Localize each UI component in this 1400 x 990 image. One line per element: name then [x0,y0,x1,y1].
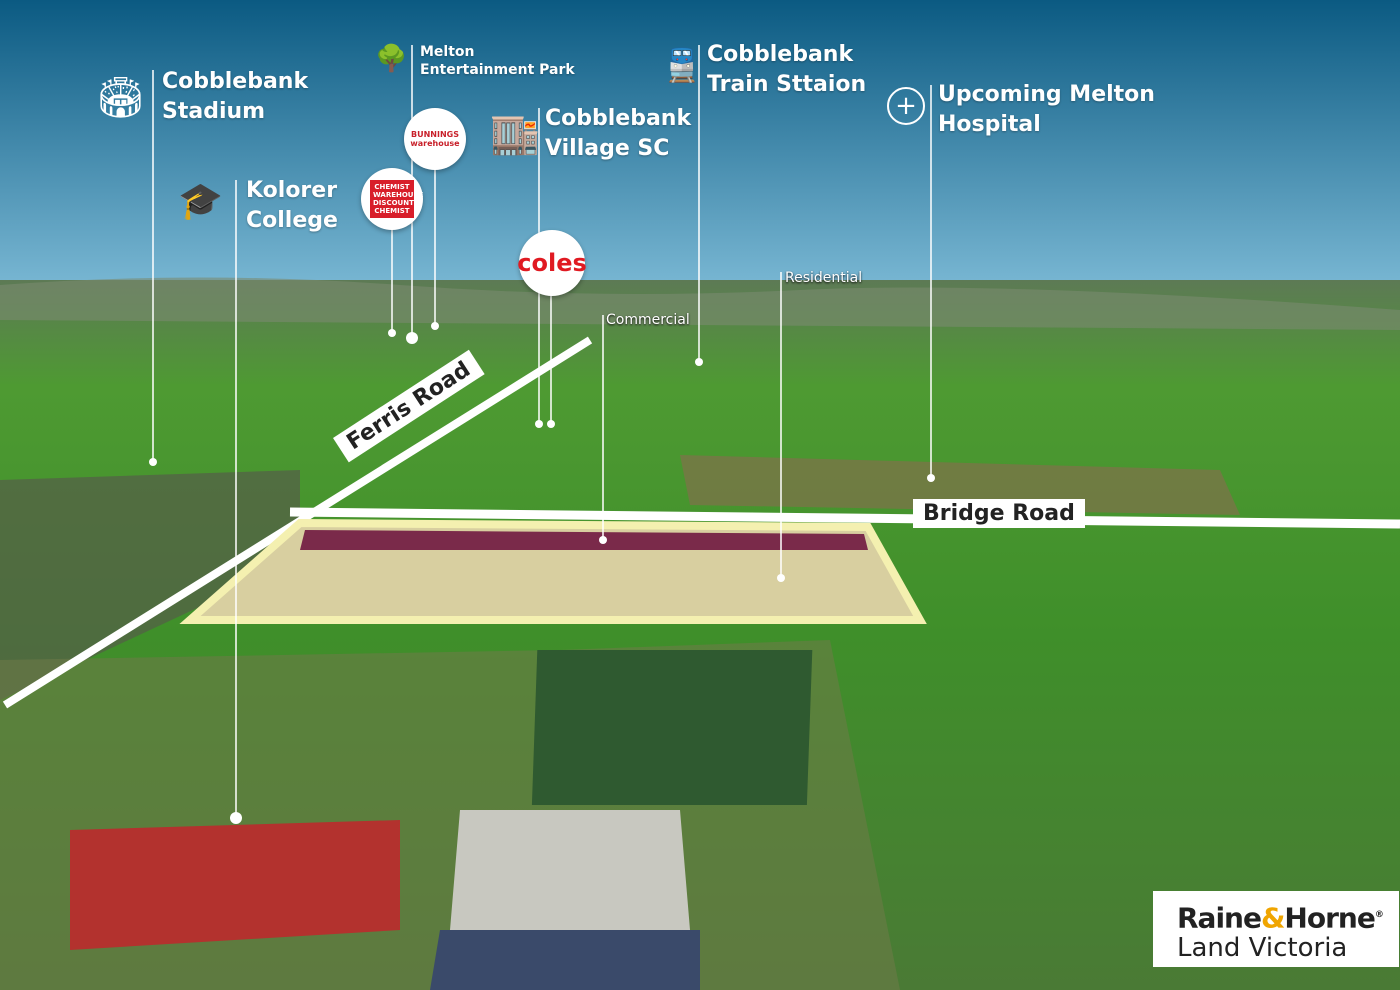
label-line: Cobblebank [707,42,854,67]
location-dots [149,322,935,824]
logo-text: Horne [1284,901,1375,935]
graduation-cap-icon: 🎓 [178,181,223,222]
coles-logo: coles [517,249,587,277]
label-line: Cobblebank [545,106,692,131]
label-line: Stadium [162,99,266,124]
label-line: Hospital [938,112,1041,137]
logo-registered: ® [1374,910,1384,920]
sports-field [531,650,813,805]
label-line: Kolorer [246,178,338,203]
sky [0,0,1400,290]
construction-area [680,455,1240,515]
mall-icon: 🏬 [490,111,540,157]
school-roof [450,810,690,930]
label-line: Train Sttaion [707,72,867,97]
school-building [70,820,400,950]
label-line: College [246,208,338,233]
bridge-road [289,507,1400,529]
bunnings-logo: BUNNINGS warehouse [410,130,460,148]
logo-text: Raine [1177,901,1262,935]
label-line: Upcoming Melton [938,82,1155,107]
zone-residential: Residential [785,270,863,286]
chemist-logo: CHEMIST WAREHOUSE DISCOUNT CHEMIST [370,180,423,218]
bunnings-badge: BUNNINGS warehouse [404,108,466,170]
commercial-strip [300,530,868,550]
label-line: Entertainment Park [420,62,575,78]
hills [0,277,1400,330]
raine-horne-logo: Raine&Horne® Land Victoria [1153,891,1399,967]
suburb-left [0,470,300,700]
bridge-road-label: Bridge Road [913,499,1085,528]
solar-roof [430,930,700,990]
hospital-cross-icon: + [887,87,925,125]
chemist-warehouse-badge: CHEMIST WAREHOUSE DISCOUNT CHEMIST [361,168,423,230]
train-icon: 🚆 [662,46,702,84]
zone-commercial: Commercial [606,312,690,328]
coles-badge: coles [517,230,587,296]
label-line: Village SC [545,136,670,161]
stadium-icon: 🏟 [95,75,146,121]
logo-subtitle: Land Victoria [1177,933,1348,964]
label-line: Melton [420,44,475,60]
park-icon: 🌳 [375,44,408,74]
label-line: Cobblebank [162,69,309,94]
logo-ampersand: & [1260,901,1285,935]
